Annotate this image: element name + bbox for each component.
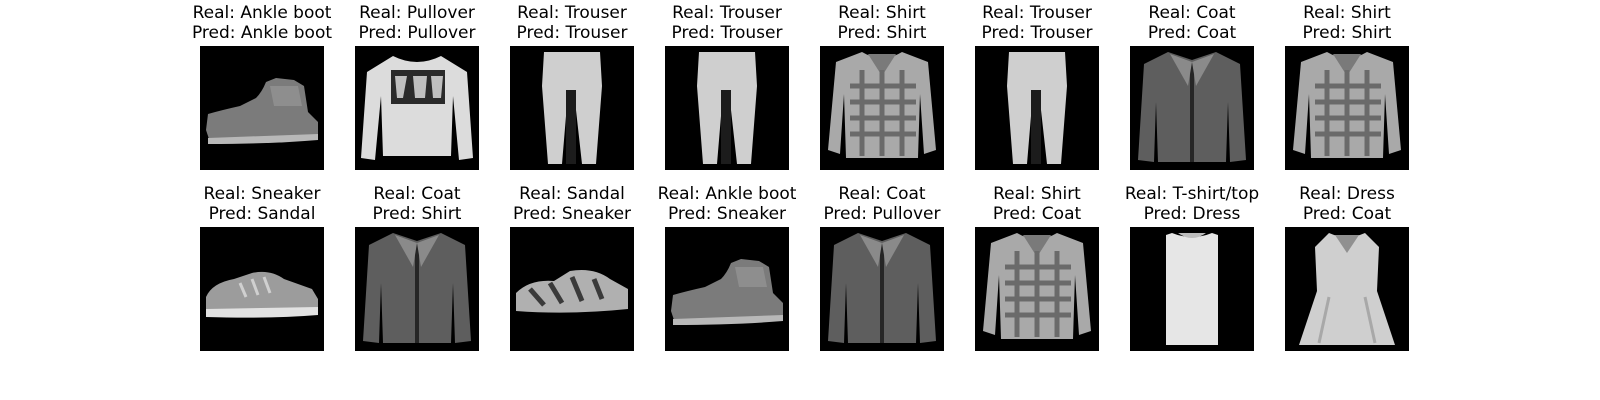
shirt-silhouette [983, 233, 1091, 339]
coat-silhouette [1138, 52, 1246, 162]
panel-image-pullover [355, 46, 479, 170]
panel-image-trouser [975, 46, 1099, 170]
shirt-silhouette [828, 52, 936, 158]
panel-image-sneaker [200, 227, 324, 351]
panel-image-ankle-boot [200, 46, 324, 170]
coat-silhouette [363, 233, 471, 343]
panel-image-dress [1285, 227, 1409, 351]
trouser-silhouette [697, 52, 757, 164]
sandal-silhouette [516, 270, 628, 313]
trouser-silhouette [542, 52, 602, 164]
panel-image-trouser [510, 46, 634, 170]
tshirt-silhouette [1166, 233, 1218, 345]
panel-image-coat [820, 227, 944, 351]
panel-image-sandal [510, 227, 634, 351]
panel-image-coat [1130, 46, 1254, 170]
panel-image-shirt [1285, 46, 1409, 170]
dress-silhouette [1299, 233, 1395, 345]
panel-image-coat [355, 227, 479, 351]
trouser-silhouette [1007, 52, 1067, 164]
panel-image-trouser [665, 46, 789, 170]
panel-image-shirt [820, 46, 944, 170]
sneaker-silhouette [206, 271, 318, 318]
pullover-silhouette [361, 56, 473, 160]
panel-image-shirt [975, 227, 1099, 351]
panel-image-tshirt [1130, 227, 1254, 351]
shirt-silhouette [1293, 52, 1401, 158]
ankle-boot-silhouette [671, 259, 783, 325]
panel-image-ankle-boot [665, 227, 789, 351]
ankle-boot-silhouette [206, 78, 318, 144]
coat-silhouette [828, 233, 936, 343]
